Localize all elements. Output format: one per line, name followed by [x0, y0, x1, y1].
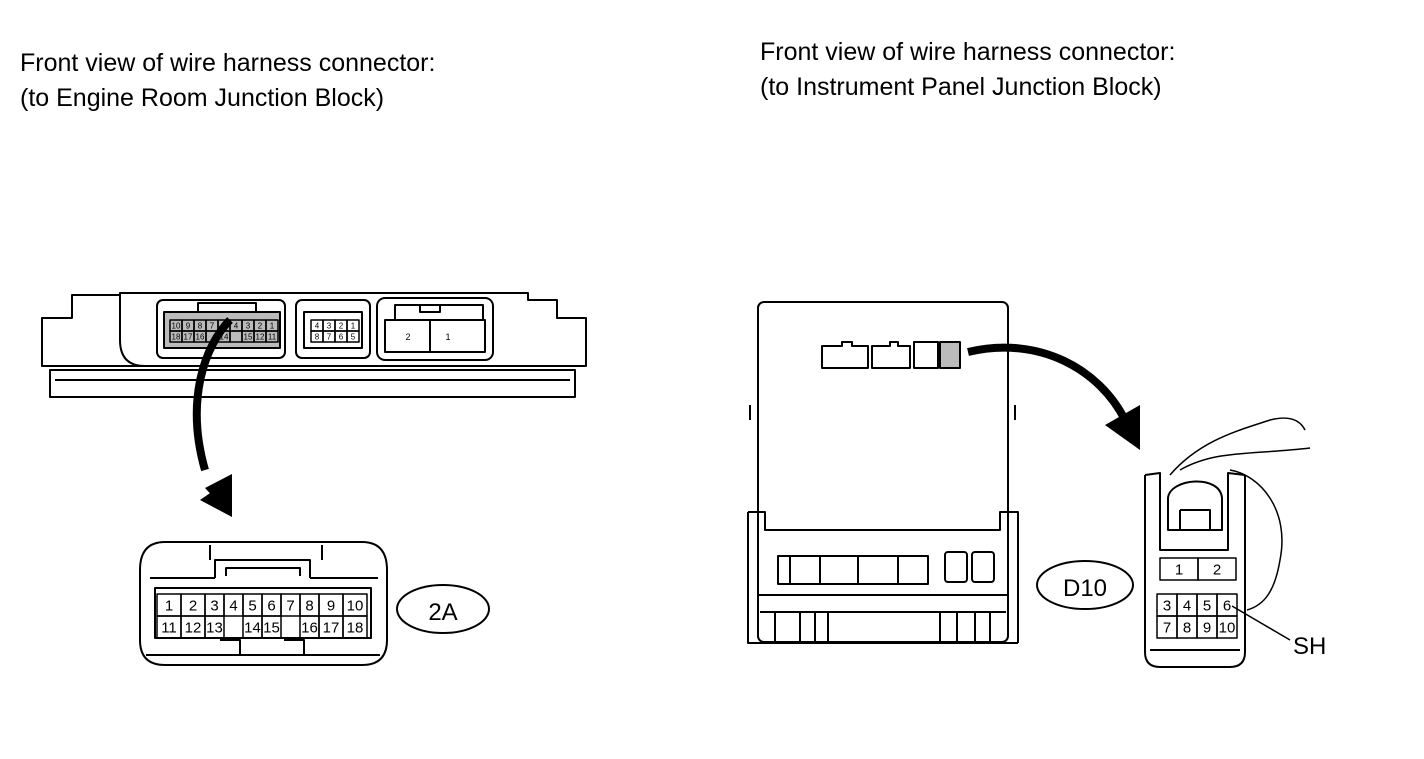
pin-2a-label: 4: [229, 597, 237, 614]
small-pin-top-label: 9: [186, 321, 191, 330]
pin-2a-label: 13: [206, 619, 223, 636]
pin-2a-label: 8: [305, 597, 313, 614]
connector-d10: [1144, 472, 1246, 668]
pin-2a-cell: [342, 615, 368, 639]
mid-pin-top-label: 2: [339, 321, 344, 330]
pin-d10-label: 7: [1163, 619, 1171, 636]
pin-d10-cell: [1216, 615, 1238, 639]
caption-left-line2: (to Engine Room Junction Block): [20, 84, 385, 112]
pin-2a-cell: [204, 615, 225, 639]
pin-2a-label: 11: [161, 619, 177, 636]
small-pin-top-label: 10: [172, 321, 181, 330]
mid-pin-bottom-label: 8: [315, 332, 320, 341]
pin-d10-label: 6: [1223, 597, 1231, 614]
harness-wire-3: [1229, 469, 1283, 611]
small-pin-top-label: 3: [246, 321, 251, 330]
pin-d10-label: 5: [1203, 597, 1211, 614]
pin-2a-label: 1: [165, 597, 173, 614]
small-pin-bottom-label: 16: [196, 332, 205, 341]
pin-2a-label: 6: [267, 597, 275, 614]
pin-d10-label: 4: [1183, 597, 1191, 614]
small-pin-top-label: 7: [210, 321, 215, 330]
harness-wire-2: [1179, 447, 1311, 471]
pin-d10-label: 8: [1183, 619, 1191, 636]
arrow-right-curve: [967, 343, 1129, 422]
mid-pin-bottom-label: 7: [327, 332, 332, 341]
pin-d10-top-label: 2: [1213, 561, 1221, 578]
pin-2a-label: 15: [263, 619, 280, 636]
two-pin-label: 1: [445, 332, 450, 342]
mid-pin-top-label: 3: [327, 321, 332, 330]
small-pin-bottom-cell: [265, 330, 279, 343]
pin-2a-cell: [261, 615, 282, 639]
two-pin-label: 2: [405, 332, 410, 342]
pin-d10-top-cell: [1197, 557, 1237, 581]
label-bubble-2a: [396, 584, 490, 634]
small-pin-top-label: 8: [198, 321, 203, 330]
caption-right-line2: (to Instrument Panel Junction Block): [760, 73, 1162, 101]
pin-2a-label: 17: [323, 619, 340, 636]
connector-code-d10: D10: [1063, 575, 1107, 602]
arrow-left-curve: [192, 317, 233, 472]
instrument-panel-junction-block: [747, 301, 1019, 644]
mid-pin-top-label: 4: [315, 321, 320, 330]
small-pin-top-label: 4: [234, 321, 239, 330]
small-pin-bottom-label: 15: [244, 332, 253, 341]
pin-2a-label: 12: [185, 619, 202, 636]
pin-2a-label: 14: [244, 619, 261, 636]
harness-wire-1: [1169, 417, 1306, 476]
small-pin-top-label: 1: [270, 321, 275, 330]
small-pin-bottom-label: 11: [268, 332, 277, 341]
small-pin-bottom-label: 14: [220, 332, 229, 341]
pin-2a-label: 16: [301, 619, 318, 636]
small-pin-bottom-label: 18: [172, 332, 181, 341]
small-pin-top-label: 2: [258, 321, 263, 330]
mid-pin-bottom-cell: [346, 330, 360, 343]
callout-sh: SH: [1293, 633, 1326, 660]
pin-d10-label: 10: [1219, 619, 1236, 636]
label-bubble-d10: [1036, 560, 1134, 610]
pin-d10-label: 3: [1163, 597, 1171, 614]
pin-d10-top-label: 1: [1175, 561, 1183, 578]
mid-pin-top-label: 1: [351, 321, 356, 330]
mid-pin-bottom-label: 6: [339, 332, 344, 341]
pin-2a-label: 18: [347, 619, 364, 636]
pin-2a-label: 5: [248, 597, 256, 614]
arrow-left-head-2: [200, 478, 232, 517]
engine-room-junction-block: [41, 292, 587, 398]
leader-line-sh: [1231, 605, 1291, 641]
small-pin-bottom-label: 12: [256, 332, 265, 341]
connector-code-2a: 2A: [428, 599, 457, 626]
pin-d10-label: 9: [1203, 619, 1211, 636]
caption-left-line1: Front view of wire harness connector:: [20, 49, 436, 77]
caption-right-line1: Front view of wire harness connector:: [760, 38, 1176, 66]
pin-2a-label: 7: [286, 597, 294, 614]
pin-2a-label: 2: [189, 597, 197, 614]
arrow-right-head: [1105, 405, 1140, 450]
caption-left: Front view of wire harness connector: (t…: [20, 46, 435, 116]
mid-pin-bottom-label: 5: [351, 332, 356, 341]
pin-2a-label: 10: [347, 597, 364, 614]
small-pin-bottom-label: 17: [184, 332, 193, 341]
connector-2a: [139, 541, 388, 666]
caption-right: Front view of wire harness connector: (t…: [760, 35, 1175, 105]
pin-2a-label: 9: [327, 597, 335, 614]
pin-2a-label: 3: [210, 597, 218, 614]
